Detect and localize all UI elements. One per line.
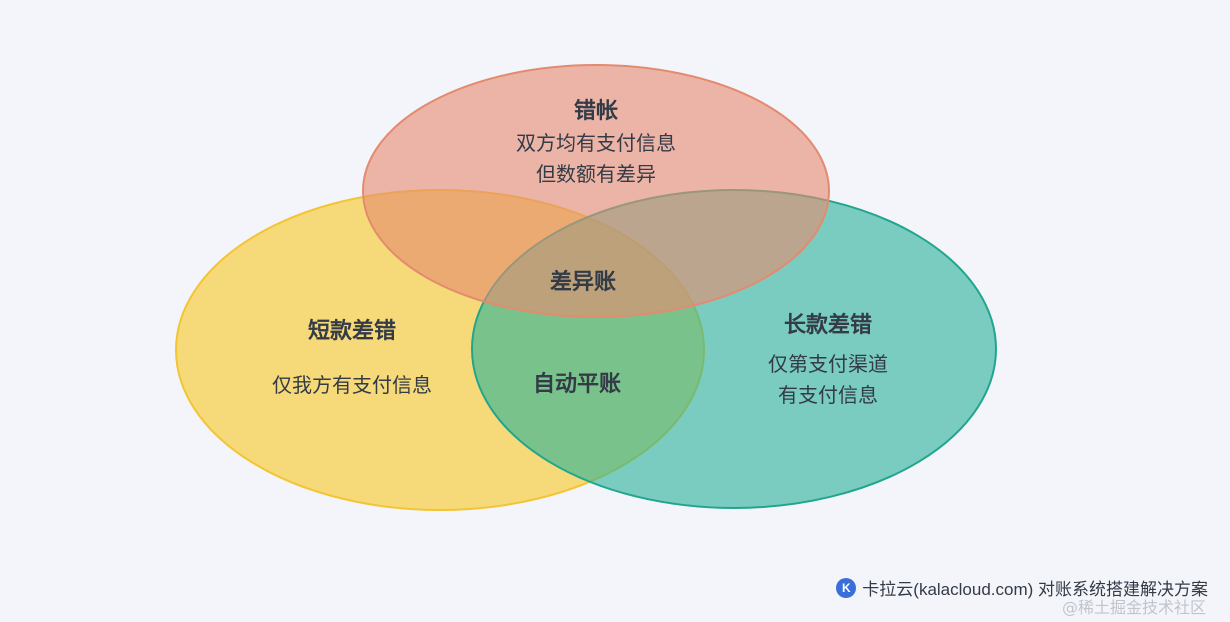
left-title: 短款差错: [308, 318, 396, 344]
right-line1: 仅第支付渠道: [768, 352, 888, 376]
left-line1: 仅我方有支付信息: [272, 373, 432, 397]
top-line2: 但数额有差异: [536, 162, 656, 186]
center-upper-label: 差异账: [550, 269, 616, 295]
footer-text: 卡拉云(kalacloud.com) 对账系统搭建解决方案: [862, 580, 1208, 599]
top-line1: 双方均有支付信息: [516, 131, 676, 155]
right-title: 长款差错: [784, 312, 872, 338]
watermark: @稀土掘金技术社区: [1061, 598, 1206, 617]
kalacloud-logo-icon: K: [836, 577, 857, 598]
footer-credit: K 卡拉云(kalacloud.com) 对账系统搭建解决方案: [836, 575, 1208, 600]
top-circle: [362, 64, 830, 318]
center-lower-label: 自动平账: [533, 371, 621, 397]
right-line2: 有支付信息: [778, 383, 878, 407]
top-title: 错帐: [574, 98, 618, 124]
